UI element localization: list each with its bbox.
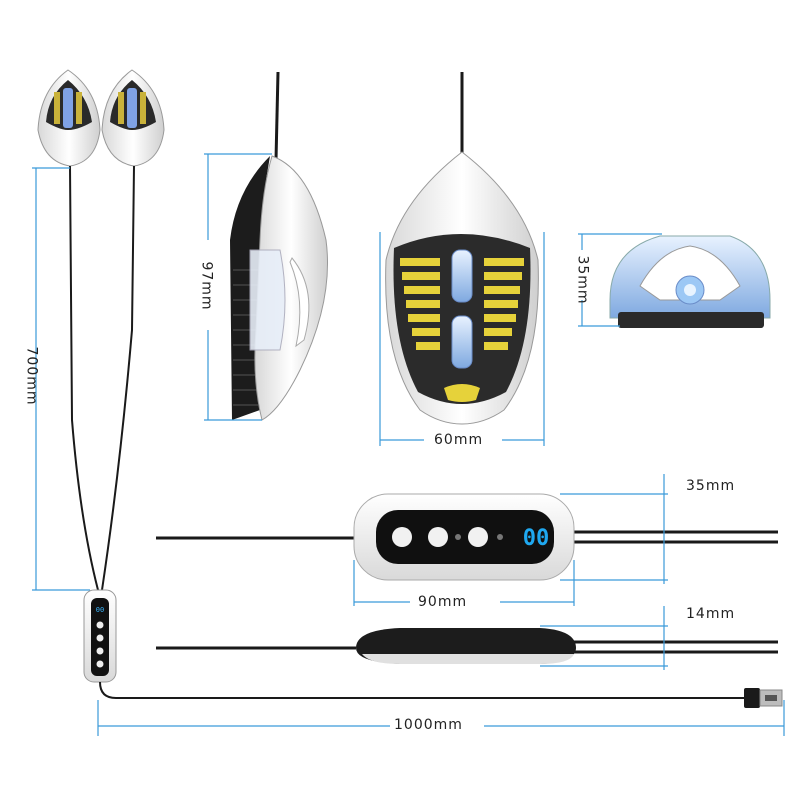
dim-line-35-ctrl [560, 474, 668, 584]
remote-vertical: 00 [83, 589, 117, 683]
dryer-pair-small [37, 69, 165, 167]
controller-front: 00 [156, 493, 778, 581]
uv-lamp-upper [451, 249, 473, 303]
label-35mm-ctrl: 35mm [686, 478, 736, 494]
label-90mm: 90mm [418, 594, 468, 610]
remote-vertical-display: 00 [96, 606, 104, 614]
dim-line-700 [32, 167, 90, 591]
usb-cable [99, 681, 783, 708]
dryer-top-view [609, 235, 771, 328]
label-97mm: 97mm [198, 261, 215, 311]
dim-line-35-top [578, 233, 662, 327]
uv-lamp-lower [451, 315, 473, 369]
button-3[interactable] [468, 527, 488, 547]
dim-line-90 [353, 560, 575, 606]
dryer-side-view [230, 71, 328, 421]
controller-led-display: 00 [523, 526, 550, 551]
label-700mm: 700mm [23, 346, 40, 406]
label-14mm: 14mm [686, 606, 736, 622]
heating-slats [400, 258, 524, 402]
label-35mm-top: 35mm [574, 255, 591, 305]
dryer-front-view [385, 72, 539, 425]
dim-line-60 [379, 232, 545, 446]
button-1[interactable] [392, 527, 412, 547]
label-1000mm: 1000mm [394, 717, 463, 733]
controller-side [156, 628, 778, 664]
dim-line-14 [540, 606, 668, 670]
dim-line-97 [204, 153, 272, 421]
button-2[interactable] [428, 527, 448, 547]
dryer-small-right [101, 69, 165, 167]
dryer-small-left [37, 69, 101, 167]
dryer-cables [69, 165, 135, 591]
dim-line-1000 [97, 700, 785, 736]
label-60mm: 60mm [434, 432, 484, 448]
